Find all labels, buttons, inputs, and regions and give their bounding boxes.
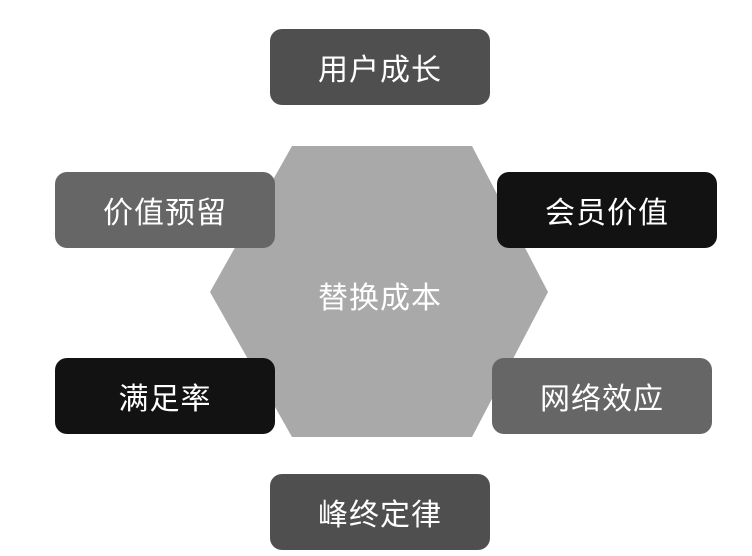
node-network-effect: 网络效应 [492,358,712,434]
node-value-reserve: 价值预留 [55,172,275,248]
center-hexagon-shape [210,146,548,437]
node-user-growth: 用户成长 [270,29,490,105]
node-satisfaction-rate: 满足率 [55,358,275,434]
node-member-value: 会员价值 [497,172,717,248]
node-peak-end-rule: 峰终定律 [270,474,490,550]
center-label: 替换成本 [318,281,442,316]
